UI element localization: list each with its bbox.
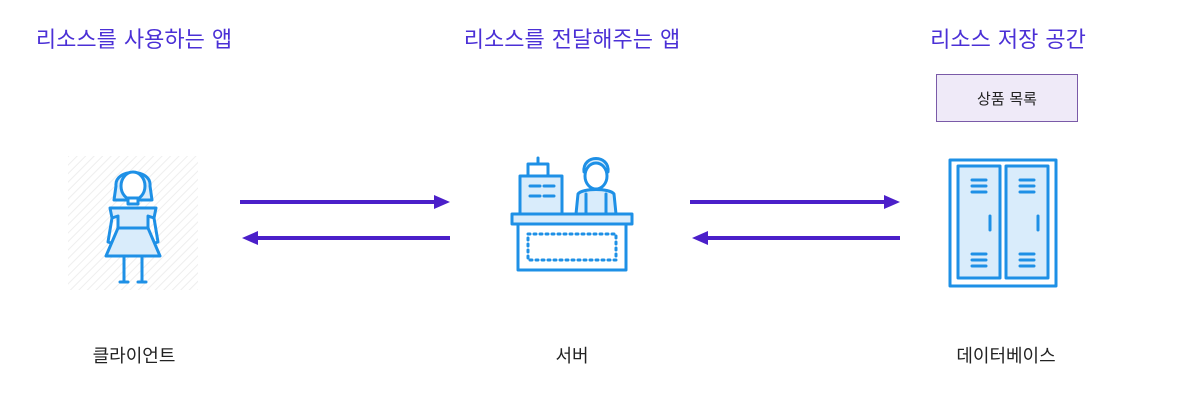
request-arrows-server-database xyxy=(690,195,900,245)
request-arrows-client-server xyxy=(240,195,450,245)
database-caption: 데이터베이스 xyxy=(956,346,1056,367)
locker-icon xyxy=(948,158,1058,288)
server-app-heading: 리소스를 전달해주는 앱 xyxy=(463,28,681,53)
client-app-heading: 리소스를 사용하는 앱 xyxy=(35,28,233,53)
cashier-icon xyxy=(510,156,634,272)
storage-heading: 리소스 저장 공간 xyxy=(930,28,1086,53)
woman-icon xyxy=(68,156,198,290)
product-list-label: 상품 목록 xyxy=(977,89,1037,108)
client-caption: 클라이언트 xyxy=(92,346,176,367)
product-list-box: 상품 목록 xyxy=(936,74,1078,122)
server-caption: 서버 xyxy=(555,346,589,367)
